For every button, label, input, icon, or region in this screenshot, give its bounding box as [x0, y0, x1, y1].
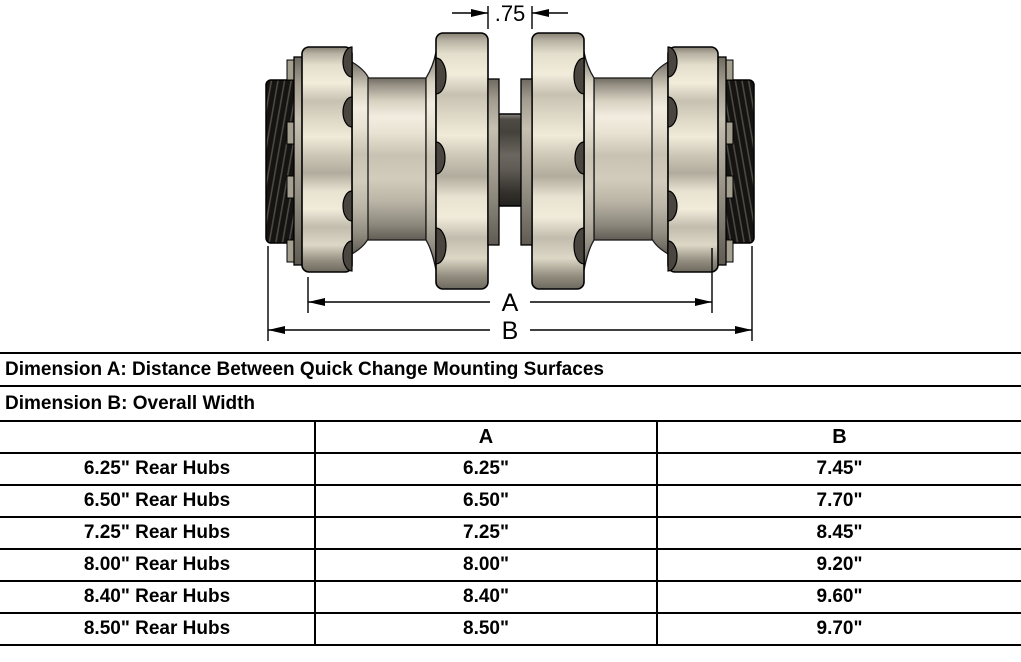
dimension-a-label: A: [502, 289, 519, 317]
quick-change-flange-scallops: [435, 57, 447, 265]
spec-section: Dimension A: Distance Between Quick Chan…: [0, 352, 1021, 646]
spec-cell-b: 9.60": [656, 580, 1021, 614]
spec-cell-label: 7.25" Rear Hubs: [0, 516, 316, 550]
spec-cell-label: 8.50" Rear Hubs: [0, 612, 316, 646]
spec-cell-b: 8.45": [656, 516, 1021, 550]
spec-cell-a: 8.50": [314, 612, 658, 646]
hub-right-half: [520, 32, 755, 290]
arrowhead-left-icon: [268, 326, 285, 334]
spec-cell-a: 6.25": [314, 452, 658, 486]
dimension-gap-label: .75: [495, 1, 526, 26]
hub-technical-drawing: .75 A B: [265, 1, 755, 345]
spec-cell-label: 6.50" Rear Hubs: [0, 484, 316, 518]
arrowhead-left-icon: [308, 298, 325, 306]
hub-barrel: [367, 77, 427, 241]
arrowhead-right-icon: [735, 326, 752, 334]
table-row: 6.25" Rear Hubs 6.25" 7.45": [0, 452, 1021, 486]
spec-cell-label: 8.00" Rear Hubs: [0, 548, 316, 582]
spec-cell-b: 7.45": [656, 452, 1021, 486]
table-header-row: A B: [0, 420, 1021, 454]
arrowhead-right-icon: [471, 9, 488, 17]
table-row: 6.50" Rear Hubs 6.50" 7.70": [0, 484, 1021, 518]
outer-flange-scallops: [342, 46, 353, 272]
spec-cell-b: 9.20": [656, 548, 1021, 582]
arrowhead-left-icon: [532, 9, 549, 17]
outer-flange: [301, 46, 353, 273]
spec-cell-a: 8.40": [314, 580, 658, 614]
spec-cell-label: 8.40" Rear Hubs: [0, 580, 316, 614]
dimension-a: [307, 248, 713, 313]
spec-cell-a: 6.50": [314, 484, 658, 518]
center-spacer: [497, 113, 523, 207]
table-row: 8.40" Rear Hubs 8.40" 9.60": [0, 580, 1021, 614]
spec-cell-a: 7.25": [314, 516, 658, 550]
spec-cell-b: 7.70": [656, 484, 1021, 518]
table-row: 7.25" Rear Hubs 7.25" 8.45": [0, 516, 1021, 550]
caption-dimension-b: Dimension B: Overall Width: [0, 385, 1021, 420]
spec-cell-a: 8.00": [314, 548, 658, 582]
dimension-b: [267, 246, 753, 341]
arrowhead-right-icon: [695, 298, 712, 306]
hub-dimension-table: A B 6.25" Rear Hubs 6.25" 7.45" 6.50" Re…: [0, 420, 1021, 646]
dimension-gap: [452, 6, 568, 29]
table-row: 8.00" Rear Hubs 8.00" 9.20": [0, 548, 1021, 582]
hub-step-ring: [487, 78, 500, 246]
spec-cell-b: 9.70": [656, 612, 1021, 646]
dimension-b-label: B: [502, 317, 519, 345]
spec-cell-label: 6.25" Rear Hubs: [0, 452, 316, 486]
hub-left-half: [265, 32, 500, 290]
table-row: 8.50" Rear Hubs 8.50" 9.70": [0, 612, 1021, 646]
flange-cone: [351, 60, 371, 256]
header-blank: [0, 420, 316, 454]
header-a: A: [314, 420, 658, 454]
header-b: B: [656, 420, 1021, 454]
caption-dimension-a: Dimension A: Distance Between Quick Chan…: [0, 352, 1021, 385]
flange-flare: [425, 51, 437, 271]
